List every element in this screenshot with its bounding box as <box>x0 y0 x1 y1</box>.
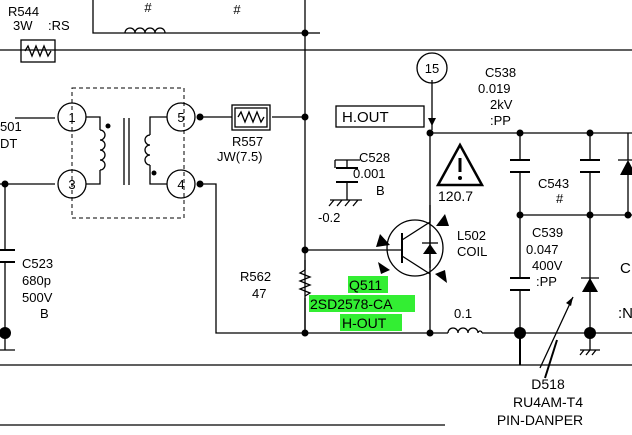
junctions <box>0 29 632 339</box>
c538-type: :PP <box>490 113 511 128</box>
r557-name: R557 <box>232 134 263 149</box>
q511-role-highlight <box>340 314 402 331</box>
node-15-label: 15 <box>425 61 439 76</box>
d518-role: PIN-DANPER <box>497 412 583 428</box>
c523-name: C523 <box>22 256 53 271</box>
c543-hash: # <box>556 191 564 206</box>
hout-label: H.OUT <box>342 109 389 126</box>
c539-value: 0.047 <box>526 242 559 257</box>
t501-name-fragment: 501 <box>0 119 22 134</box>
pin-4-label: 4 <box>177 177 184 192</box>
l502-type: COIL <box>457 244 487 259</box>
q511-name: Q511 <box>349 277 382 293</box>
c528-value: 0.001 <box>353 166 386 181</box>
d518-leader-arrow <box>566 297 573 306</box>
pin-3-label: 3 <box>68 177 75 192</box>
edge-n: :N <box>618 305 632 322</box>
r562-resistor <box>298 269 312 297</box>
c523-type: B <box>40 306 49 321</box>
node-15-arrow <box>428 118 436 126</box>
pin-1-label: 1 <box>68 110 75 125</box>
voltage-120: 120.7 <box>438 188 473 204</box>
d518-name: D518 <box>531 376 565 392</box>
r544-resistor <box>20 39 56 63</box>
r557-value: JW(7.5) <box>217 149 263 164</box>
d518-diode <box>581 277 599 292</box>
q511-part: 2SD2578-CA <box>310 296 393 312</box>
grounds <box>0 333 600 356</box>
c523-value: 680p <box>22 273 51 288</box>
q511-role: H-OUT <box>342 315 387 331</box>
node-15-circle <box>416 52 448 84</box>
c539-name: C539 <box>532 225 563 240</box>
c539-type: :PP <box>536 274 557 289</box>
hout-box <box>335 105 425 128</box>
d518-leader <box>539 296 574 369</box>
q511-transistor <box>376 205 449 290</box>
d518-diag <box>544 339 558 379</box>
top-inductor <box>124 27 166 34</box>
c539-capacitor <box>510 277 530 291</box>
c543-capacitor <box>580 159 600 173</box>
q511-part-highlight <box>309 295 415 312</box>
t501-type-fragment: DT <box>0 136 17 151</box>
hash-label-2: # <box>233 2 241 17</box>
c528-capacitor <box>328 160 362 207</box>
edge-c: C <box>620 260 631 277</box>
r544-type: :RS <box>48 18 70 33</box>
c528-type: B <box>376 183 385 198</box>
pin-5-label: 5 <box>177 110 184 125</box>
right-diode-top <box>618 159 632 175</box>
r544-name: R544 <box>8 4 39 19</box>
warning-icon <box>435 142 485 187</box>
r557-resistor <box>231 104 271 131</box>
r544-value: 3W <box>13 18 33 33</box>
c523-voltage: 500V <box>22 290 53 305</box>
c523-capacitor <box>0 249 15 263</box>
c538-value: 0.019 <box>478 81 511 96</box>
coil-0-1 <box>447 327 483 334</box>
hash-label-1: # <box>144 0 152 15</box>
r562-name: R562 <box>240 269 271 284</box>
c538-capacitor <box>510 159 530 173</box>
q511-name-highlight <box>348 276 388 293</box>
wires <box>0 0 632 426</box>
c538-name: C538 <box>485 65 516 80</box>
c528-name: C528 <box>359 150 390 165</box>
c539-voltage: 400V <box>532 258 563 273</box>
c538-voltage: 2kV <box>490 97 513 112</box>
c543-name: C543 <box>538 176 569 191</box>
t501-transformer <box>57 87 196 219</box>
r562-value: 47 <box>252 286 266 301</box>
l502-name: L502 <box>457 228 486 243</box>
voltage-neg: -0.2 <box>318 210 340 225</box>
coil-value: 0.1 <box>454 306 472 321</box>
d518-part: RU4AM-T4 <box>513 394 583 410</box>
